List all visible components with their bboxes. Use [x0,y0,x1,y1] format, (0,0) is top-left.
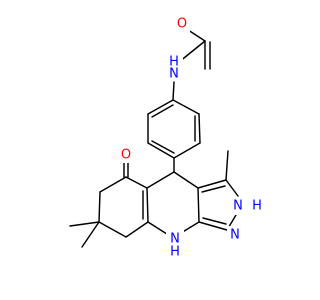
bond [147,99,174,115]
amide-nitrogen-label: N [169,67,179,82]
ring-nitrogen-hydrogen-label: H [170,245,180,260]
bond [198,113,201,144]
amide-hydrogen-label: H [169,55,179,70]
bond [225,150,229,181]
pyrazole-nh-hydrogen-label: H [252,199,262,214]
bond [69,221,100,227]
bond [201,185,226,193]
atom-label-background [231,197,261,215]
bond [178,40,206,63]
ring-nitrogen-label: N [170,232,180,247]
bond [98,221,127,238]
atom-label-background [117,145,133,163]
ketone-oxygen-label: O [121,148,131,163]
atom-label-background [165,53,183,81]
atom-label-background [227,226,243,244]
atom-label-background [166,229,184,261]
bond [98,191,101,223]
bond [197,187,200,223]
bond [99,176,127,193]
bond [172,99,200,115]
bond [173,171,199,189]
bond [197,179,227,189]
bond [146,171,175,189]
atom-label-background [174,15,190,33]
bond [173,142,201,159]
bond [151,104,174,118]
bond [125,176,148,189]
bond [147,142,175,159]
bond-lines [69,25,239,248]
acetyl-oxygen-label: O [177,17,187,32]
bond [225,179,239,197]
pyrazole-nitrogen-label: N [230,228,240,243]
bond [202,217,227,225]
atom-labels: O H N O N H N N H [117,15,262,261]
bond [81,221,100,248]
chemical-structure: O H N O N H N N H [69,15,262,261]
bond [198,221,228,231]
pyrazole-nh-nitrogen-label: N [233,199,243,214]
bond [146,187,149,223]
bond [125,221,149,238]
bond [172,81,175,101]
bond [151,140,175,154]
